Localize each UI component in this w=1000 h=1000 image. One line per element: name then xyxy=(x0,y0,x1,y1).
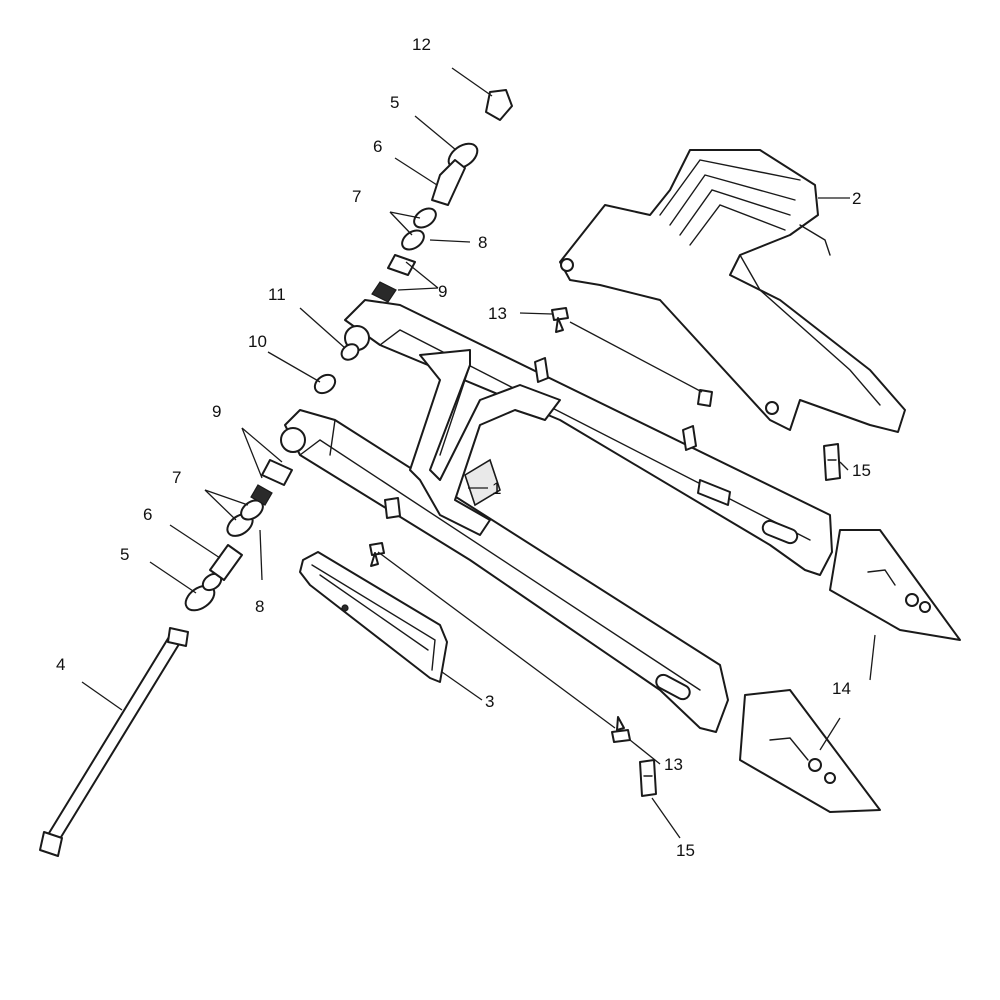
callout-15-upper: 15 xyxy=(852,461,871,480)
callout-13-upper: 13 xyxy=(488,304,507,323)
callout-8-lower: 8 xyxy=(255,597,264,616)
bolt-part xyxy=(369,307,713,743)
callout-4: 4 xyxy=(56,655,65,674)
callout-9-upper: 9 xyxy=(438,282,447,301)
callout-11: 11 xyxy=(268,285,286,304)
callout-6-upper: 6 xyxy=(373,137,382,156)
callout-1: 1 xyxy=(492,479,501,498)
clip-part xyxy=(639,443,841,797)
rear-fender-part xyxy=(559,149,906,433)
callout-9-lower: 9 xyxy=(212,402,221,421)
upper-bearing-stack xyxy=(313,89,513,395)
callout-2: 2 xyxy=(852,189,861,208)
pivot-shaft-part xyxy=(39,627,189,857)
callout-6-lower: 6 xyxy=(143,505,152,524)
lower-bearing-stack xyxy=(184,459,293,612)
callout-12: 12 xyxy=(412,35,431,54)
leader-lines xyxy=(81,67,876,839)
callout-3: 3 xyxy=(485,692,494,711)
callout-13-lower: 13 xyxy=(664,755,683,774)
chain-guard-part xyxy=(299,551,448,683)
callout-5-upper: 5 xyxy=(390,93,399,112)
callout-5-lower: 5 xyxy=(120,545,129,564)
callout-8-upper: 8 xyxy=(478,233,487,252)
callout-14: 14 xyxy=(832,679,851,698)
callout-7-lower: 7 xyxy=(172,468,181,487)
chain-adjuster-kit-part xyxy=(739,529,961,813)
callout-15-lower: 15 xyxy=(676,841,695,860)
callout-7-upper: 7 xyxy=(352,187,361,206)
callout-10: 10 xyxy=(248,332,267,351)
callout-labels: 1 2 3 4 5 5 6 6 7 7 8 8 9 9 10 11 12 13 … xyxy=(56,35,871,860)
